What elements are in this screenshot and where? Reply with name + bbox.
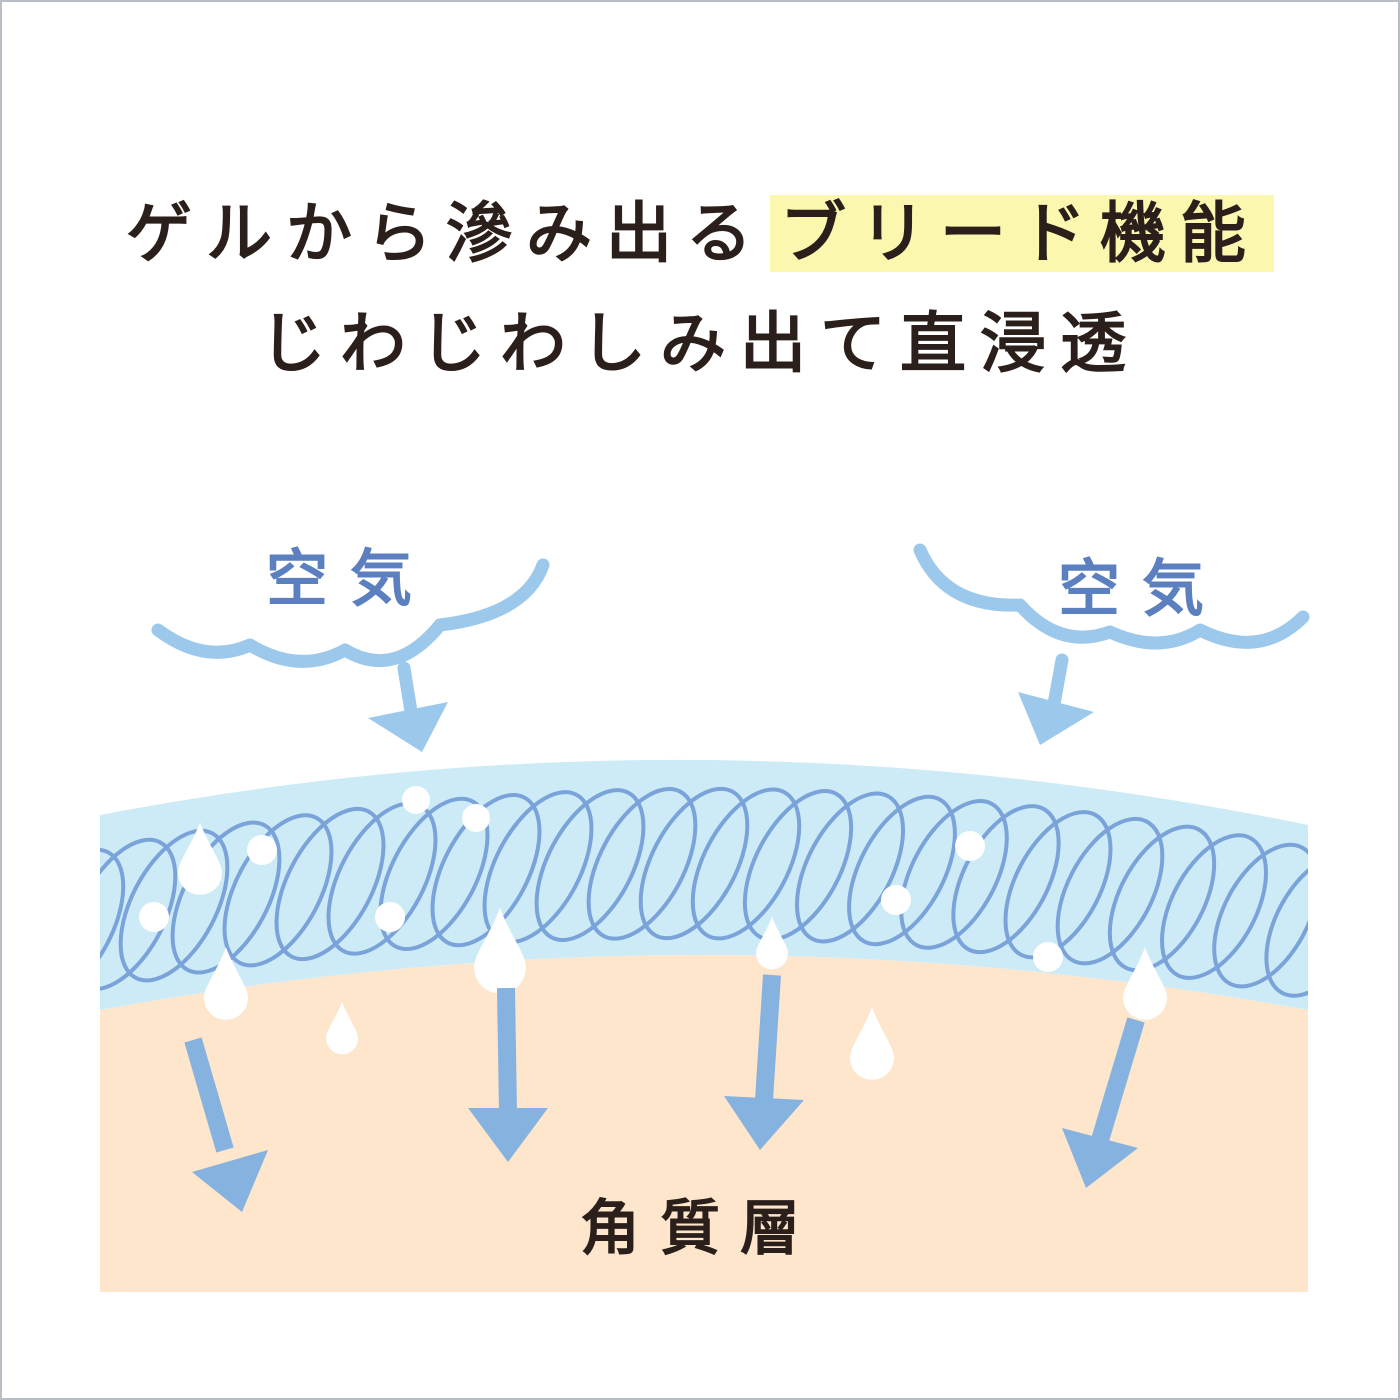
- gel-fiber-loop: [1264, 853, 1308, 998]
- water-droplet: [756, 916, 788, 970]
- gel-fiber-loop: [794, 791, 906, 944]
- gel-fiber-loop: [274, 806, 386, 962]
- gel-fiber-loop: [586, 787, 698, 941]
- gel-fiber-loops: [100, 786, 1308, 1001]
- gel-fiber-loop: [638, 786, 750, 941]
- gel-fiber-loop: [690, 787, 802, 941]
- gel-fiber-loop: [847, 794, 957, 947]
- bubble: [375, 902, 405, 932]
- penetration-arrow-head: [724, 1096, 804, 1150]
- air-arrow-head-left: [368, 702, 448, 752]
- headline-line-1: ゲルから滲み出るブリード機能: [0, 180, 1400, 276]
- penetration-arrow: [1091, 1017, 1145, 1143]
- stratum-corneum-label: 角質層: [580, 1194, 820, 1264]
- gel-fiber-loop: [1212, 842, 1308, 989]
- gel-fiber-loop: [534, 788, 646, 943]
- water-droplet: [178, 822, 222, 895]
- headline-line-2: じわじわしみ出て直浸透: [260, 305, 1140, 382]
- gel-bubbles: [139, 786, 1063, 972]
- bubble: [139, 902, 169, 932]
- water-droplet: [1123, 947, 1167, 1020]
- bubble: [247, 835, 277, 865]
- gel-fiber-loop: [222, 813, 334, 968]
- water-droplet: [326, 1001, 358, 1055]
- air-arrow-head-right: [1018, 692, 1094, 745]
- gel-fiber-loop: [1160, 833, 1268, 980]
- gel-fiber-loop: [1003, 810, 1113, 960]
- headline-part-1: ゲルから滲み出る: [126, 195, 766, 272]
- water-droplet: [204, 947, 248, 1020]
- headline-highlight: ブリード機能: [770, 195, 1274, 272]
- bubble: [881, 885, 911, 915]
- gel-fiber-loop: [742, 789, 854, 942]
- penetration-arrow-head: [1062, 1128, 1138, 1188]
- gel-fiber-loop: [378, 796, 490, 952]
- water-droplets: [178, 822, 1167, 1080]
- stratum-corneum-layer: [100, 955, 1308, 1292]
- penetration-arrow: [755, 974, 781, 1101]
- water-droplet: [850, 1007, 894, 1080]
- bubble: [955, 831, 985, 861]
- gel-fiber-loop: [100, 837, 178, 992]
- air-cloud-stroke-left: [151, 558, 550, 668]
- gel-fiber-loop: [899, 799, 1009, 950]
- gel-fiber-loop: [430, 792, 542, 948]
- gel-fiber-loop: [100, 847, 126, 1001]
- gel-fiber-loop: [1107, 824, 1217, 973]
- air-label-right: 空気: [1058, 552, 1227, 625]
- penetration-arrow-head: [468, 1108, 548, 1162]
- air-cloud-stroke-right: [913, 543, 1310, 650]
- water-droplet: [474, 907, 526, 994]
- penetration-arrow: [184, 1037, 234, 1153]
- penetration-arrow: [497, 987, 517, 1113]
- gel-fiber-loop: [1055, 816, 1165, 966]
- bubble: [462, 804, 490, 832]
- air-label-left: 空気: [266, 542, 435, 615]
- bubble: [402, 786, 430, 814]
- bubble: [1033, 942, 1063, 972]
- penetration-arrows: [184, 974, 1145, 1212]
- gel-fiber-loop: [118, 828, 230, 983]
- penetration-arrow-head: [192, 1150, 268, 1212]
